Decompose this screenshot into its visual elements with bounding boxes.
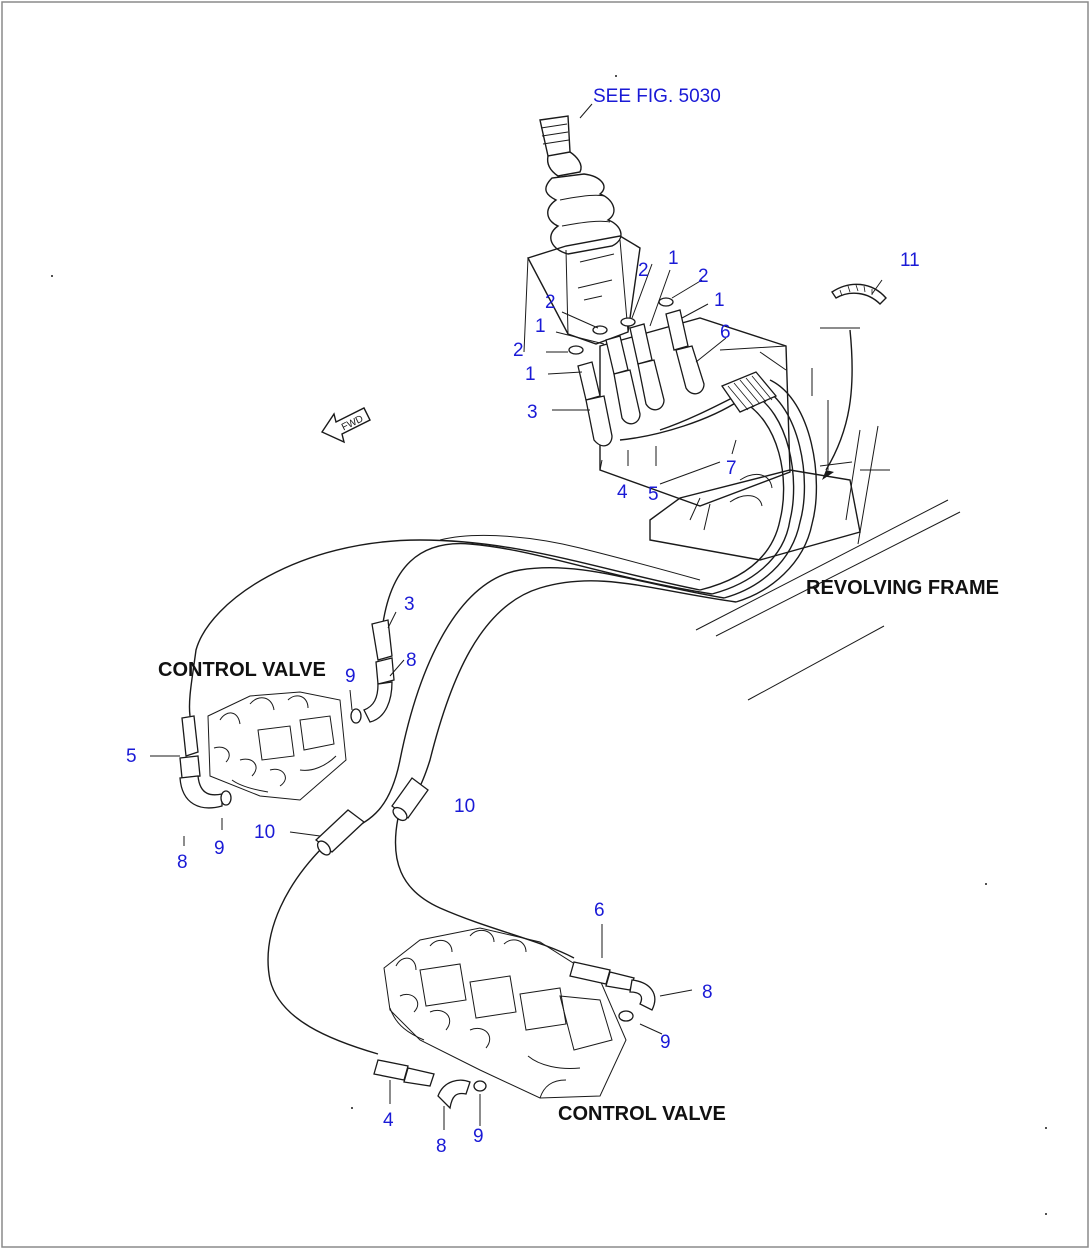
callout-2[interactable]: 2 (698, 266, 709, 287)
pilot-hoses-upper (619, 371, 818, 603)
leader-lines-lower (150, 611, 693, 1130)
callout-10[interactable]: 10 (254, 822, 275, 843)
callout-1[interactable]: 1 (714, 290, 725, 311)
label-control-valve-left: CONTROL VALVE (158, 659, 326, 681)
callout-3[interactable]: 3 (527, 402, 538, 423)
callout-4[interactable]: 4 (617, 482, 628, 503)
callout-9[interactable]: 9 (660, 1032, 671, 1053)
leader-lines-upper (546, 103, 883, 466)
sleeve-parts-10 (314, 777, 429, 856)
callout-9[interactable]: 9 (345, 666, 356, 687)
callout-8[interactable]: 8 (177, 852, 188, 873)
callout-6[interactable]: 6 (594, 900, 605, 921)
revolving-frame-lines (695, 327, 961, 701)
callout-6[interactable]: 6 (720, 322, 731, 343)
control-valve-left (179, 619, 395, 809)
callout-5[interactable]: 5 (126, 746, 137, 767)
callout-8[interactable]: 8 (436, 1136, 447, 1157)
callout-2[interactable]: 2 (638, 260, 649, 281)
callout-3[interactable]: 3 (404, 594, 415, 615)
callout-2[interactable]: 2 (545, 292, 556, 313)
label-revolving-frame: REVOLVING FRAME (806, 577, 999, 599)
fwd-arrow: FWD (320, 407, 371, 444)
callout-8[interactable]: 8 (702, 982, 713, 1003)
callout-5[interactable]: 5 (648, 484, 659, 505)
clip-part-11 (831, 283, 887, 305)
figure-reference[interactable]: SEE FIG. 5030 (593, 86, 721, 107)
fwd-label: FWD (340, 413, 365, 433)
callout-8[interactable]: 8 (406, 650, 417, 671)
pilot-hoses-long (188, 534, 737, 1055)
valve-fittings (568, 297, 705, 447)
ppc-valve-assembly (523, 115, 861, 561)
callout-2[interactable]: 2 (513, 340, 524, 361)
callout-9[interactable]: 9 (214, 838, 225, 859)
callout-1[interactable]: 1 (668, 248, 679, 269)
callout-10[interactable]: 10 (454, 796, 475, 817)
stray-marks (51, 75, 1047, 1215)
callout-4[interactable]: 4 (383, 1110, 394, 1131)
label-control-valve-bottom: CONTROL VALVE (558, 1103, 726, 1125)
control-valve-bottom (373, 927, 656, 1110)
callout-9[interactable]: 9 (473, 1126, 484, 1147)
callout-1[interactable]: 1 (535, 316, 546, 337)
callout-11[interactable]: 11 (900, 250, 920, 271)
callout-7[interactable]: 7 (726, 458, 737, 479)
callout-1[interactable]: 1 (525, 364, 536, 385)
